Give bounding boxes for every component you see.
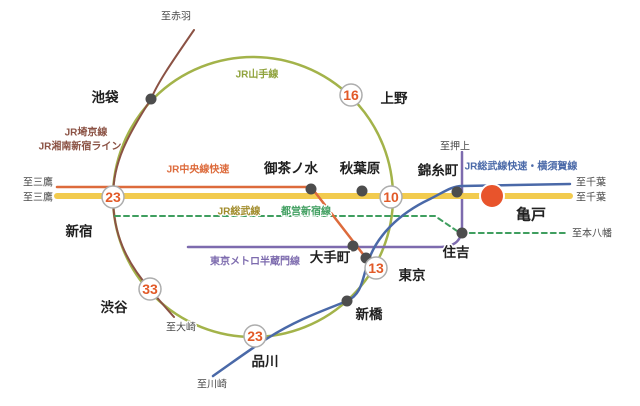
time-badge-minutes-shinagawa: 23: [247, 328, 263, 344]
highlight-station-marker-kameido: [479, 183, 505, 209]
dest-label-chiba-rapid: 至千葉: [576, 176, 606, 189]
station-dot-akihabara: [356, 185, 368, 197]
dest-label-akabane: 至赤羽: [161, 11, 191, 23]
station-label-shinjuku: 新宿: [66, 223, 93, 239]
line-label-hanzomon: 東京メトロ半蔵門線: [210, 255, 300, 268]
time-badge-minutes-shinjuku: 23: [105, 189, 121, 205]
line-label-toei-shinjuku: 都営新宿線: [280, 205, 331, 218]
line-label-chuo-rapid: JR中央線快速: [167, 163, 230, 176]
time-badge-ueno: [339, 83, 363, 107]
dest-label-mitaka-sobu: 至三鷹: [23, 191, 53, 204]
dest-label-oshiage: 至押上: [440, 140, 470, 153]
station-label-otemachi: 大手町: [310, 249, 351, 265]
dest-label-mitaka-chuo: 至三鷹: [23, 176, 53, 189]
line-label-sobu-rapid: JR総武線快速・横須賀線: [465, 160, 578, 173]
time-badge-minutes-ueno: 16: [343, 87, 359, 103]
time-badge-minutes-tokyo: 13: [368, 260, 384, 276]
time-badge-minutes-shibuya: 33: [142, 281, 158, 297]
station-label-akihabara: 秋葉原: [340, 160, 381, 176]
station-dot-kinshicho: [451, 186, 463, 198]
time-badge-tokyo: [364, 256, 388, 280]
line-toei-shinjuku: [114, 215, 569, 234]
dest-label-chiba-sobu: 至千葉: [576, 191, 606, 204]
line-hanzomon: [186, 150, 464, 249]
station-label-kameido: 亀戸: [516, 205, 546, 223]
station-label-shinagawa: 品川: [252, 354, 279, 369]
station-dot-shimbashi: [341, 295, 353, 307]
dest-label-kawasaki: 至川崎: [197, 378, 227, 391]
line-label-saikyo-shonan-1: JR湘南新宿ライン: [39, 140, 122, 153]
time-badge-minutes-akihabara: 10: [383, 189, 399, 205]
station-label-kinshicho: 錦糸町: [418, 162, 459, 178]
station-label-shimbashi: 新橋: [356, 306, 383, 322]
time-badge-shinjuku: [101, 185, 125, 209]
time-badge-shinagawa: [243, 324, 267, 348]
line-label-saikyo-shonan: JR埼京線: [65, 126, 108, 139]
station-label-ikebukuro: 池袋: [92, 89, 119, 105]
station-label-tokyo: 東京: [399, 267, 426, 283]
line-label-yamanote: JR山手線: [236, 68, 279, 81]
station-dot-sumiyoshi: [456, 227, 468, 239]
time-badge-akihabara: [379, 185, 403, 209]
station-dot-otemachi: [347, 240, 359, 252]
station-dot-ochanomizu: [305, 183, 317, 195]
line-label-sobu-local: JR総武線: [218, 205, 261, 218]
station-label-sumiyoshi: 住吉: [443, 244, 470, 260]
dest-label-osaki: 至大崎: [166, 321, 196, 334]
station-label-ochanomizu: 御茶ノ水: [263, 160, 318, 176]
station-label-ueno: 上野: [381, 91, 408, 106]
station-label-shibuya: 渋谷: [101, 299, 128, 315]
dest-label-moto-yawata: 至本八幡: [572, 227, 612, 240]
time-badge-shibuya: [138, 277, 162, 301]
station-dot-ikebukuro: [145, 93, 157, 105]
